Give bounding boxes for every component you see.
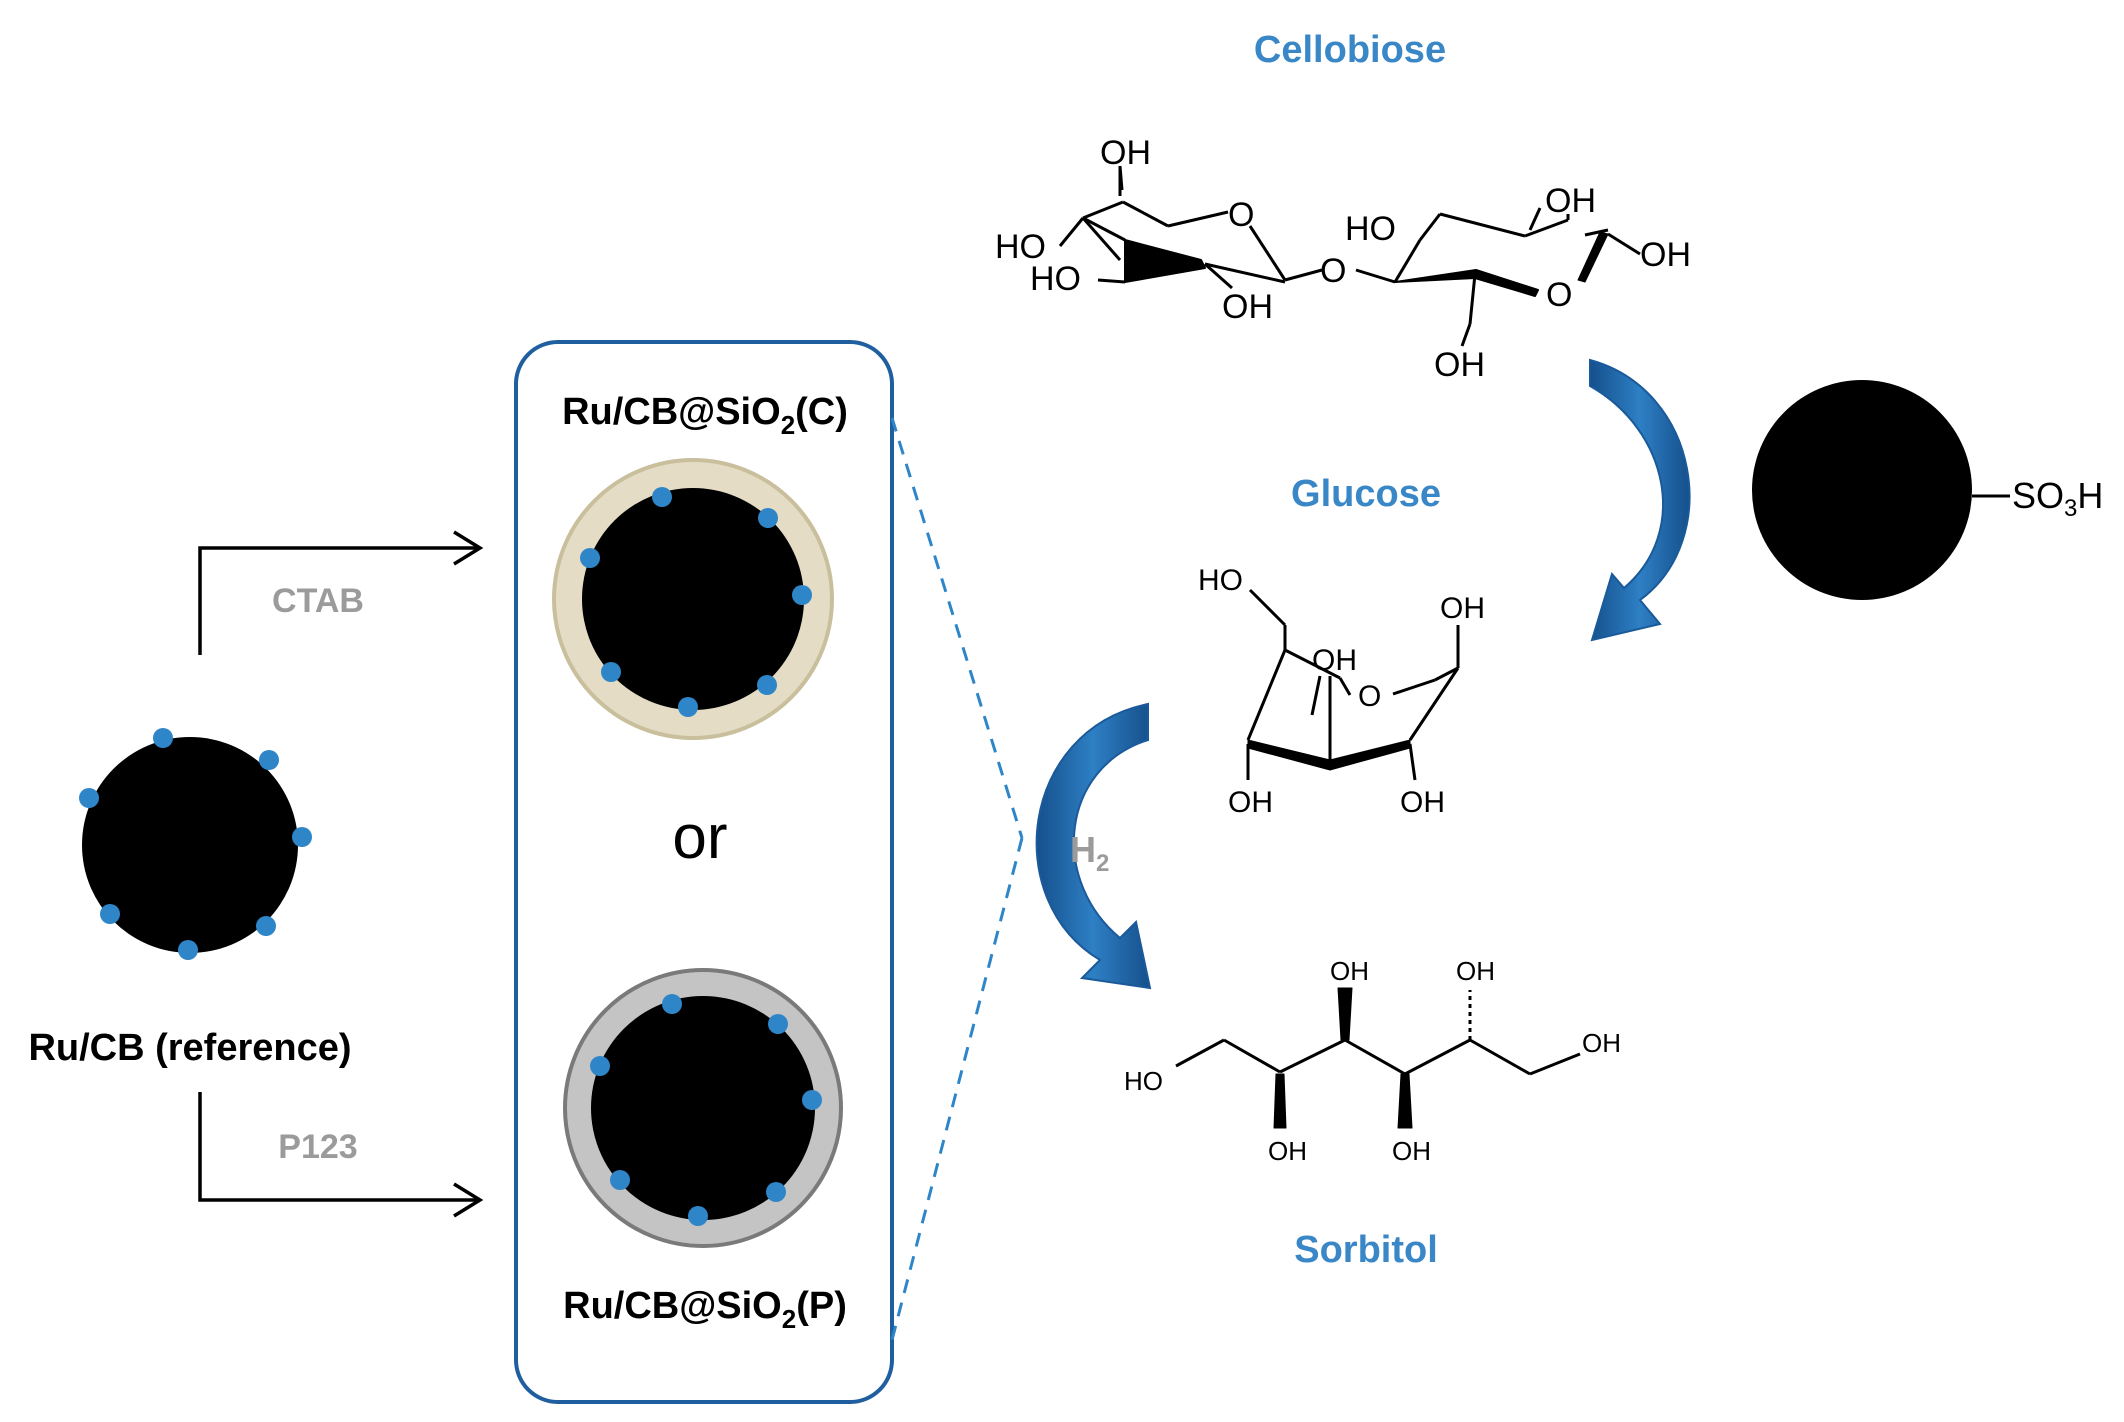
atom-label: OH <box>1434 346 1485 384</box>
ru-nanoparticle <box>292 827 312 847</box>
ru-cb-sio2-p-particle <box>563 968 843 1248</box>
atom-label: O <box>1320 252 1346 290</box>
ru-nanoparticle <box>601 662 621 682</box>
ru-nanoparticle <box>178 940 198 960</box>
sulfonated-carbon-core <box>1752 380 1972 600</box>
atom-label: HO <box>1345 210 1396 248</box>
atom-label: OH <box>1312 644 1357 677</box>
atom-label: HO <box>995 228 1046 266</box>
atom-label: HO <box>1030 260 1081 298</box>
cellobiose-label: Cellobiose <box>1254 29 1446 71</box>
catalyst-options-frame <box>514 340 894 1404</box>
atom-label: OH <box>1330 956 1369 986</box>
ru-nanoparticle <box>259 750 279 770</box>
atom-label: OH <box>1640 236 1691 274</box>
carbon-black-core <box>82 737 298 953</box>
h2-label: H2 <box>1070 829 1109 877</box>
ru-nanoparticle <box>758 508 778 528</box>
atom-label: O <box>1228 196 1254 234</box>
ru-nanoparticle <box>792 585 812 605</box>
atom-label: OH <box>1545 182 1596 220</box>
catalyst-c-label: Ru/CB@SiO2(C) <box>562 391 848 440</box>
p123-route-arrow <box>198 1092 484 1218</box>
atom-label: O <box>1358 680 1381 713</box>
ru-nanoparticle <box>79 788 99 808</box>
atom-label: OH <box>1222 288 1273 326</box>
glucose-label: Glucose <box>1291 473 1441 515</box>
glucose-atom-labels: HO OH OH O OH OH <box>1198 564 1485 819</box>
ctab-label: CTAB <box>272 582 364 620</box>
hydrogenation-arrow <box>1035 702 1152 990</box>
ru-nanoparticle <box>802 1090 822 1110</box>
atom-label: OH <box>1400 786 1445 819</box>
carbon-black-core <box>591 996 815 1220</box>
ru-nanoparticle <box>256 916 276 936</box>
ru-cb-sio2-c-particle <box>552 458 834 740</box>
or-label: or <box>672 803 727 872</box>
ru-nanoparticle <box>153 728 173 748</box>
glucose-structure <box>1246 588 1460 781</box>
carbon-black-core <box>582 488 804 710</box>
ru-nanoparticle <box>652 487 672 507</box>
atom-label: O <box>1546 276 1572 314</box>
ru-nanoparticle <box>678 697 698 717</box>
atom-label: HO <box>1124 1066 1163 1096</box>
ctab-route-arrow <box>198 530 484 655</box>
cellobiose-atom-labels: OH O HO HO OH O HO OH OH O OH <box>995 134 1691 384</box>
ru-nanoparticle <box>768 1014 788 1034</box>
ru-nanoparticle <box>610 1170 630 1190</box>
cellobiose-structure <box>1058 165 1641 347</box>
atom-label: OH <box>1268 1136 1307 1166</box>
callout-dashed-lines <box>890 417 1024 1341</box>
sorbitol-atom-labels: HO OH OH OH OH OH <box>1124 956 1621 1166</box>
sulfonated-carbon-particle <box>1752 380 2010 600</box>
so3h-label: SO3H <box>2012 475 2103 522</box>
catalyst-p-label: Ru/CB@SiO2(P) <box>563 1285 847 1334</box>
p123-label: P123 <box>278 1128 357 1166</box>
atom-label: OH <box>1228 786 1273 819</box>
atom-label: HO <box>1198 564 1243 597</box>
atom-label: OH <box>1440 592 1485 625</box>
ru-nanoparticle <box>590 1056 610 1076</box>
ru-cb-reference-label: Ru/CB (reference) <box>28 1027 351 1069</box>
ru-nanoparticle <box>757 675 777 695</box>
ru-nanoparticle <box>580 548 600 568</box>
hydrolysis-arrow <box>1589 358 1691 642</box>
sorbitol-structure <box>1175 987 1581 1129</box>
ru-cb-reference-particle <box>79 728 312 960</box>
atom-label: OH <box>1582 1028 1621 1058</box>
atom-label: OH <box>1456 956 1495 986</box>
atom-label: OH <box>1100 134 1151 172</box>
ru-nanoparticle <box>766 1182 786 1202</box>
ru-nanoparticle <box>662 994 682 1014</box>
ru-nanoparticle <box>688 1206 708 1226</box>
ru-nanoparticle <box>100 904 120 924</box>
atom-label: OH <box>1392 1136 1431 1166</box>
sorbitol-label: Sorbitol <box>1294 1229 1438 1271</box>
